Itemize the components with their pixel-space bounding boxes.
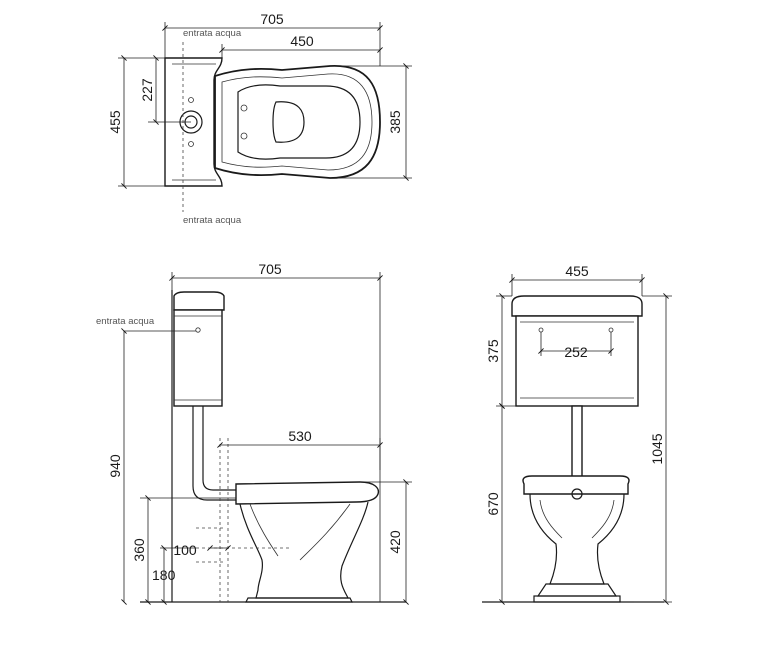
dim-front-fixing-spacing: 252: [564, 344, 588, 360]
dim-top-bowl-length: 450: [290, 33, 314, 49]
dim-top-overall-length: 705: [260, 11, 284, 27]
dim-front-width: 455: [565, 263, 589, 279]
dim-front-cistern-height: 375: [485, 339, 501, 363]
dim-side-drain-height: 180: [152, 567, 176, 583]
dim-top-tank-half-width: 227: [139, 78, 155, 102]
front-view: 455 252 375 670 1045: [482, 263, 672, 605]
dim-top-overall-width: 455: [107, 110, 123, 134]
dim-side-outlet-offset: 100: [173, 542, 197, 558]
water-inlet-label-top: entrata acqua: [183, 28, 242, 39]
dim-top-bowl-width: 385: [387, 110, 403, 134]
dim-side-rim-height: 420: [387, 530, 403, 554]
water-inlet-label-bottom: entrata acqua: [183, 215, 242, 226]
dim-side-overall-length: 705: [258, 261, 282, 277]
side-view: entrata acqua 705 530 940 360: [96, 261, 412, 605]
dim-side-outlet-distance: 530: [288, 428, 312, 444]
dim-side-outlet-center-height: 360: [131, 538, 147, 562]
top-view: entrata acqua entrata acqua 705 450 455 …: [107, 11, 412, 226]
dim-front-total-height: 1045: [649, 433, 665, 464]
water-inlet-label-side: entrata acqua: [96, 316, 155, 327]
dim-front-pipe-height: 670: [485, 492, 501, 516]
dim-side-cistern-height: 940: [107, 454, 123, 478]
